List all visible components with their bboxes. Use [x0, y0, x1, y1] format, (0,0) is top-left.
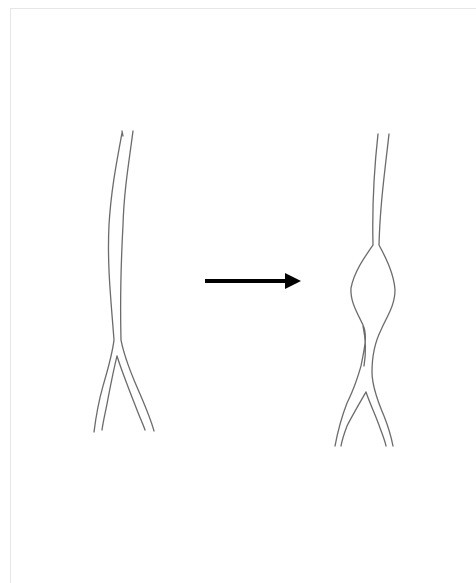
aneurysm-vessel-left-wall [335, 134, 378, 446]
aneurysm-vessel-sketch [335, 134, 395, 446]
normal-vessel-sketch [94, 131, 154, 432]
normal-vessel-right-branch-inner [117, 356, 145, 430]
normal-vessel-left-branch-inner [102, 356, 117, 430]
aneurysm-vessel-left-branch-inner [341, 392, 366, 446]
aneurysm-vessel-right-wall [372, 134, 395, 446]
arrow-head [285, 273, 301, 289]
aneurysm-vessel-right-branch-inner [366, 392, 386, 446]
normal-vessel-left-wall [94, 133, 122, 432]
arrow-right-icon [205, 273, 301, 289]
normal-vessel-right-wall [121, 131, 154, 431]
